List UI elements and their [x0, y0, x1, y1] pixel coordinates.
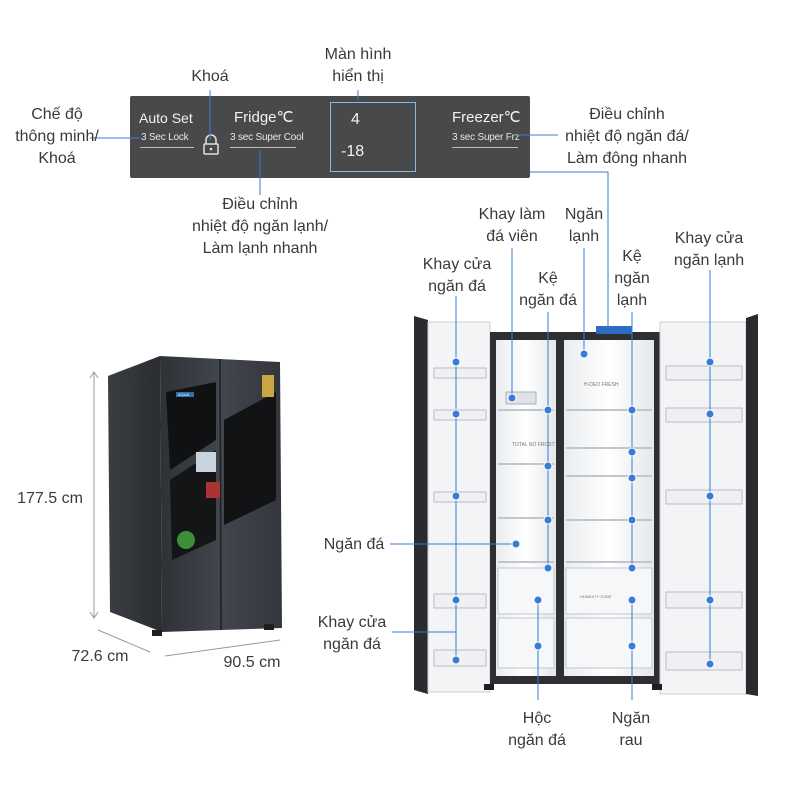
- lock-icon[interactable]: [202, 134, 220, 161]
- dimension-lines: [89, 371, 281, 657]
- display-screen: 4 -18: [330, 102, 416, 172]
- promo-sticker-right: [224, 392, 276, 525]
- callout-dots: [451, 349, 715, 669]
- promo-photo: [196, 452, 216, 472]
- control-panel: Auto Set 3 Sec Lock Fridge℃ 3 sec Super …: [130, 96, 530, 178]
- dimension-height: 177.5 cm: [17, 490, 83, 507]
- open-fridge-image: TOTAL NO FROST H-DEO FRESH HUMIDITY ZONE: [414, 314, 758, 696]
- total-no-frost-logo: TOTAL NO FROST: [512, 442, 555, 448]
- fridge-temp-button[interactable]: Fridge℃: [234, 109, 294, 126]
- brand-logo: AQUA: [178, 392, 190, 397]
- display-fridge-temp: 4: [351, 111, 360, 128]
- promo-vegetable-photo: [177, 531, 195, 549]
- energy-label: [262, 375, 274, 397]
- freezer-sub: 3 sec Super Frz: [452, 132, 520, 143]
- promo-food-photo: [206, 482, 220, 498]
- brand-badge: [176, 392, 194, 397]
- promo-sticker-left: [166, 382, 216, 470]
- dimension-depth: 72.6 cm: [71, 648, 129, 665]
- freezer-temp-button[interactable]: Freezer℃: [452, 109, 521, 126]
- fridge-underline: [230, 147, 296, 148]
- humidity-zone-logo: HUMIDITY ZONE: [580, 594, 612, 599]
- fridge-side: [108, 356, 162, 632]
- auto-set-button[interactable]: Auto Set: [139, 110, 193, 126]
- display-freezer-temp: -18: [341, 143, 365, 160]
- freezer-underline: [452, 147, 518, 148]
- dimension-width: 90.5 cm: [223, 654, 281, 671]
- label-lock: Khoá: [191, 68, 229, 85]
- label-freezer-compartment: Ngăn đá: [323, 536, 385, 553]
- closed-fridge-image: AQUA: [108, 356, 282, 636]
- auto-set-sub: 3 Sec Lock: [141, 132, 189, 143]
- auto-set-underline: [140, 147, 194, 148]
- fridge-sub: 3 sec Super Cool: [230, 132, 304, 143]
- h-deo-fresh-logo: H-DEO FRESH: [584, 382, 619, 388]
- fridge-door-gap: [219, 358, 222, 631]
